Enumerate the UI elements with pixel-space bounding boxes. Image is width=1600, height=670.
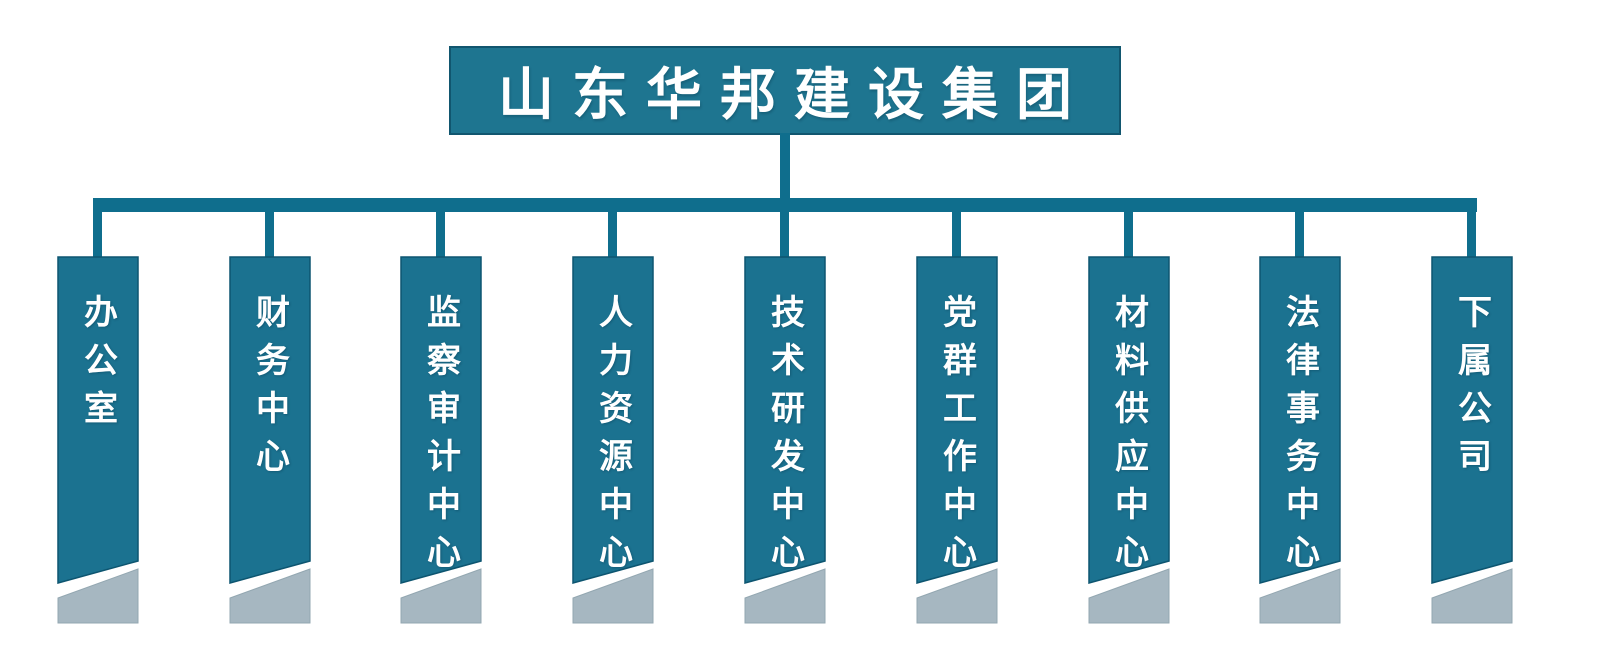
department-label: 法律事务中心	[1280, 294, 1319, 582]
connector-stub	[436, 212, 445, 258]
department-banner-5: 技术研发中心	[744, 212, 826, 624]
connector-stub	[1295, 212, 1304, 258]
department-banner-6: 党群工作中心	[916, 212, 998, 624]
department-banner-8: 法律事务中心	[1259, 212, 1341, 624]
banner-ribbon-shape	[400, 256, 482, 624]
org-root-label: 山东华邦建设集团	[498, 63, 1090, 126]
department-label: 技术研发中心	[765, 294, 804, 582]
banner-ribbon-shape	[572, 256, 654, 624]
department-label: 材料供应中心	[1109, 294, 1148, 582]
banner-ribbon-shape	[1431, 256, 1513, 624]
connector-stub	[93, 212, 102, 258]
department-label: 人力资源中心	[593, 294, 632, 582]
department-label: 办公室	[78, 294, 117, 438]
banner-ribbon-shape	[229, 256, 311, 624]
department-banner-4: 人力资源中心	[572, 212, 654, 624]
banner-ribbon-shape	[1088, 256, 1170, 624]
department-banner-3: 监察审计中心	[400, 212, 482, 624]
connector-stub	[1124, 212, 1133, 258]
connector-stub	[1467, 212, 1476, 258]
connector-horizontal-bar	[93, 198, 1477, 212]
banner-ribbon-shape	[57, 256, 139, 624]
department-label: 党群工作中心	[937, 294, 976, 582]
connector-stub	[608, 212, 617, 258]
department-banner-1: 办公室	[57, 212, 139, 624]
banner-ribbon-shape	[1259, 256, 1341, 624]
banner-ribbon-shape	[744, 256, 826, 624]
org-root-node: 山东华邦建设集团	[449, 46, 1121, 135]
department-banner-7: 材料供应中心	[1088, 212, 1170, 624]
department-label: 监察审计中心	[421, 294, 460, 582]
root-connector-line	[780, 133, 790, 199]
banner-ribbon-shape	[916, 256, 998, 624]
connector-stub	[952, 212, 961, 258]
connector-stub	[265, 212, 274, 258]
connector-stub	[780, 212, 789, 258]
department-banner-2: 财务中心	[229, 212, 311, 624]
department-label: 下属公司	[1452, 294, 1491, 486]
department-label: 财务中心	[250, 294, 289, 486]
department-banner-9: 下属公司	[1431, 212, 1513, 624]
